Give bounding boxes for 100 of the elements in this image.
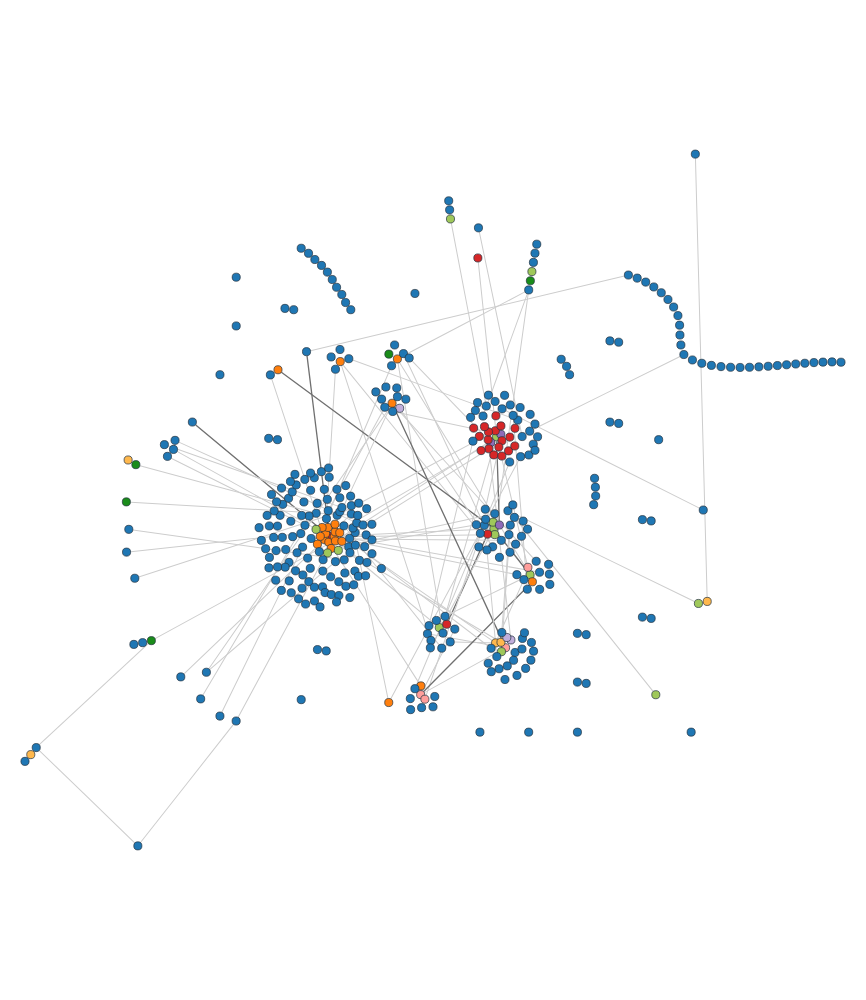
node-circle <box>495 552 504 562</box>
node-circle <box>346 509 356 519</box>
node-circle <box>573 727 582 737</box>
node-circle <box>146 636 156 646</box>
node-circle <box>355 555 364 565</box>
node-circle <box>496 637 506 647</box>
node-circle <box>304 577 314 587</box>
connector <box>340 432 493 514</box>
connector <box>477 261 497 433</box>
node-circle <box>573 628 582 638</box>
node-circle <box>478 411 488 421</box>
node-circle <box>490 426 500 436</box>
node-circle <box>505 432 515 442</box>
node-circle <box>581 630 591 640</box>
node-circle <box>345 593 355 602</box>
node-circle <box>675 330 685 340</box>
node-circle <box>473 253 483 263</box>
node-circle <box>581 679 591 688</box>
connector <box>352 359 515 420</box>
node-circle <box>296 529 306 538</box>
node-circle <box>280 303 290 313</box>
node-circle <box>504 530 514 540</box>
node-circle <box>450 624 460 634</box>
node-circle <box>836 357 846 367</box>
node-circle <box>632 273 642 283</box>
node-circle <box>324 472 334 482</box>
node-circle <box>496 429 506 439</box>
node-circle <box>469 423 479 433</box>
node-circle <box>509 655 518 665</box>
node-circle <box>506 635 516 645</box>
node-circle <box>159 440 169 450</box>
node-circle <box>525 276 535 286</box>
node-circle <box>686 727 696 737</box>
node-circle <box>262 511 272 520</box>
node-circle <box>519 575 529 585</box>
node-circle <box>494 442 504 452</box>
node-circle <box>284 576 294 586</box>
node-circle <box>525 426 535 436</box>
node-circle <box>138 638 148 648</box>
node-circle <box>273 562 282 572</box>
node-circle <box>445 637 455 647</box>
node-circle <box>304 511 314 521</box>
node-circle <box>638 515 647 525</box>
node-circle <box>297 511 307 520</box>
node-circle <box>344 354 354 364</box>
node-circle <box>675 320 684 330</box>
node-circle <box>474 432 484 441</box>
node-circle <box>256 536 266 545</box>
node-circle <box>523 524 532 534</box>
node-circle <box>488 542 498 552</box>
node-circle <box>296 695 306 705</box>
node-circle <box>466 412 476 422</box>
node-circle <box>333 546 343 555</box>
node-circle <box>360 542 370 552</box>
node-circle <box>393 392 402 402</box>
node-circle <box>278 499 288 509</box>
node-circle <box>399 349 408 359</box>
node-circle <box>346 305 356 315</box>
node-circle <box>420 694 430 704</box>
node-circle <box>517 531 526 541</box>
connector <box>512 419 528 586</box>
node-circle <box>544 569 554 579</box>
node-circle <box>490 530 500 540</box>
node-circle <box>646 614 656 623</box>
connector <box>411 360 489 440</box>
node-circle <box>302 347 311 357</box>
node-circle <box>444 196 454 206</box>
node-circle <box>395 403 405 413</box>
node-circle <box>641 277 651 287</box>
node-circle <box>271 546 281 556</box>
node-circle <box>358 520 368 530</box>
node-circle <box>289 305 299 315</box>
node-circle <box>300 520 310 530</box>
node-circle <box>663 295 673 304</box>
node-circle <box>384 349 394 359</box>
node-circle <box>350 540 360 550</box>
node-circle <box>524 727 534 737</box>
node-circle <box>556 354 566 364</box>
node-circle <box>273 435 282 445</box>
node-circle <box>354 498 364 508</box>
connector <box>38 643 149 746</box>
node-circle <box>565 370 574 380</box>
connector <box>505 410 700 509</box>
node-circle <box>322 267 332 277</box>
connector <box>429 444 473 622</box>
node-circle <box>131 460 141 470</box>
node-circle <box>387 361 396 371</box>
connector <box>130 533 298 553</box>
node-circle <box>442 619 452 629</box>
node-circle <box>367 519 377 529</box>
connector <box>425 522 485 696</box>
node-circle <box>335 528 345 538</box>
node-circle <box>345 533 355 543</box>
node-circle <box>269 533 279 542</box>
node-circle <box>309 582 319 592</box>
node-circle <box>298 570 308 580</box>
node-circle <box>474 223 483 233</box>
node-circle <box>818 357 828 367</box>
node-circle <box>483 658 493 668</box>
node-circle <box>505 547 515 557</box>
